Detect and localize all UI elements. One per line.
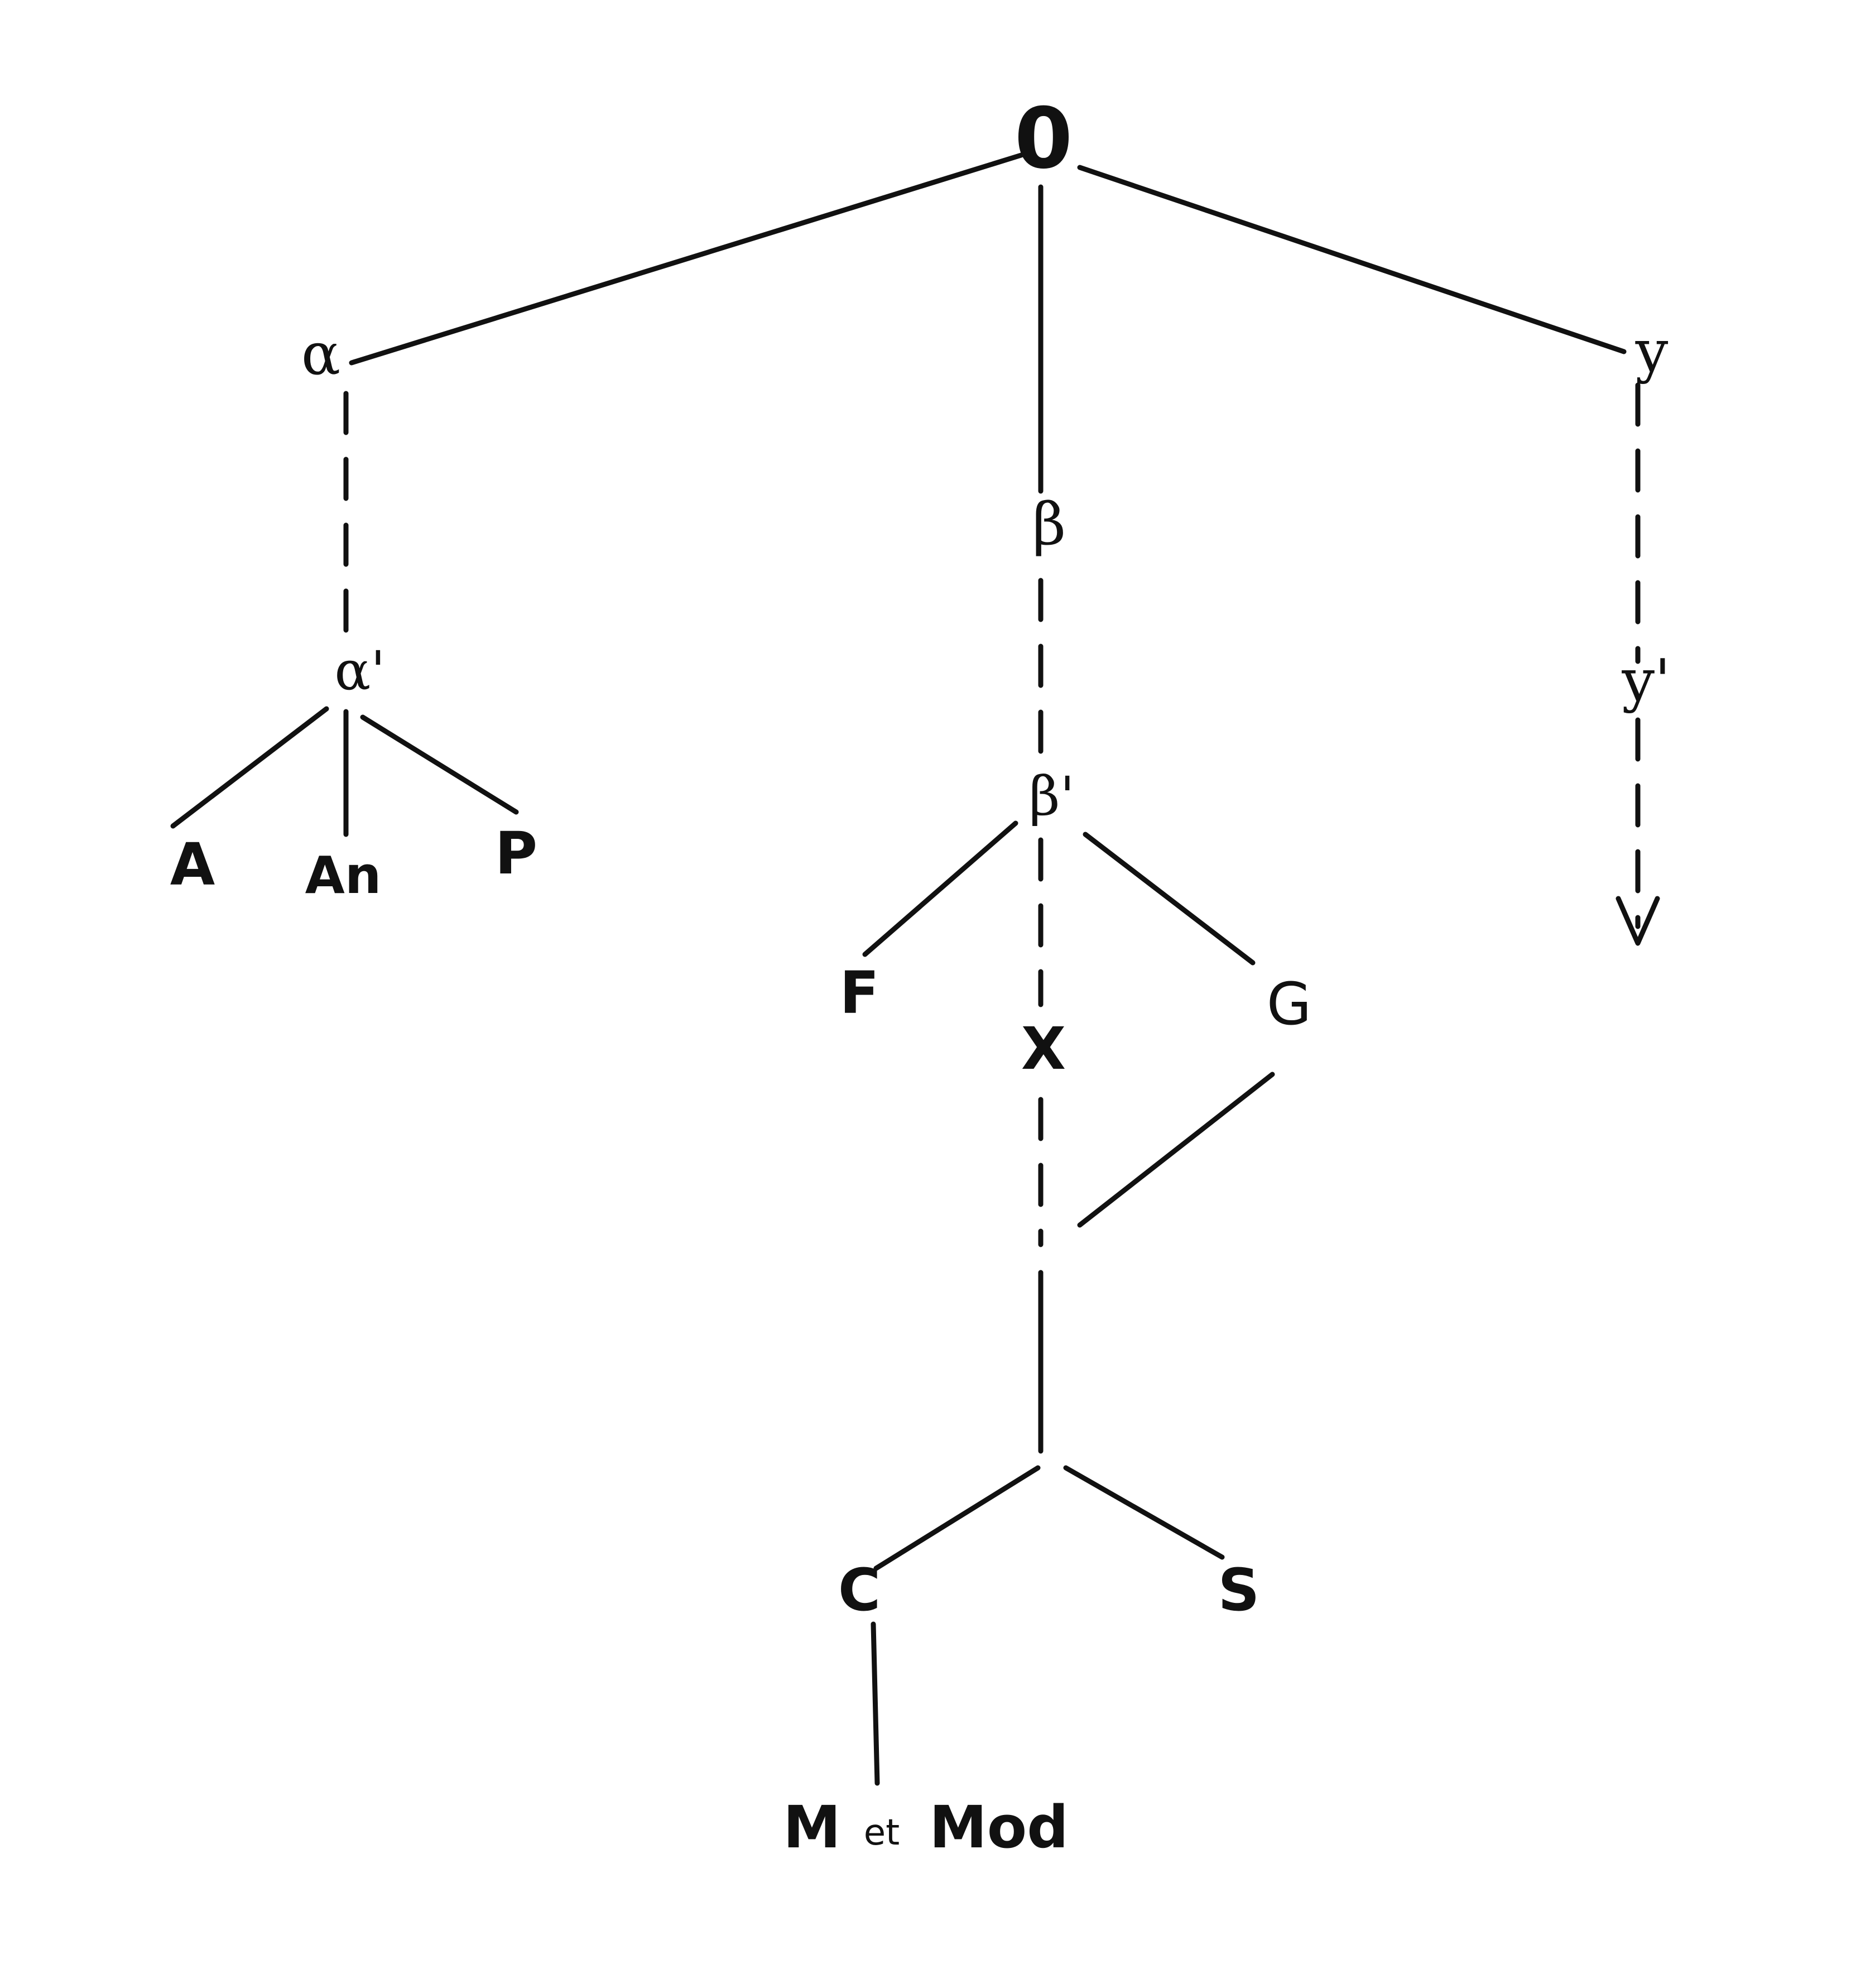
node-alpha: α [301,320,340,388]
edge-root-y [1077,165,1627,354]
edge-betaprime-g [1083,832,1256,966]
node-c: C [838,1556,881,1624]
node-mod: Mod [929,1793,1068,1861]
edge-alphaprime-a [170,706,329,829]
node-y-prime: y' [1621,646,1670,714]
node-s: S [1218,1556,1260,1624]
node-m: M [783,1793,841,1861]
node-a: A [170,830,215,899]
node-beta-prime: β' [1029,765,1075,828]
node-et: et [864,1812,900,1853]
edge-root-alpha [349,152,1024,366]
edge-c-mod [871,1621,880,1786]
edge-betaprime-f [862,820,1018,957]
node-y: y [1635,317,1669,385]
node-f: F [839,959,879,1027]
node-beta: β [1032,490,1066,558]
node-x: X [1021,1015,1066,1083]
edge-split-c [873,1465,1041,1571]
node-root: 0 [1015,90,1073,188]
node-g: G [1267,970,1312,1038]
edge-split-s [1063,1465,1225,1560]
edge-g-junction [1077,1072,1275,1228]
edge-alphaprime-p [360,714,519,815]
down-arrow-icon [1616,896,1660,946]
node-alpha-prime: α' [334,640,385,702]
node-an: An [305,846,382,905]
node-p: P [495,819,537,887]
